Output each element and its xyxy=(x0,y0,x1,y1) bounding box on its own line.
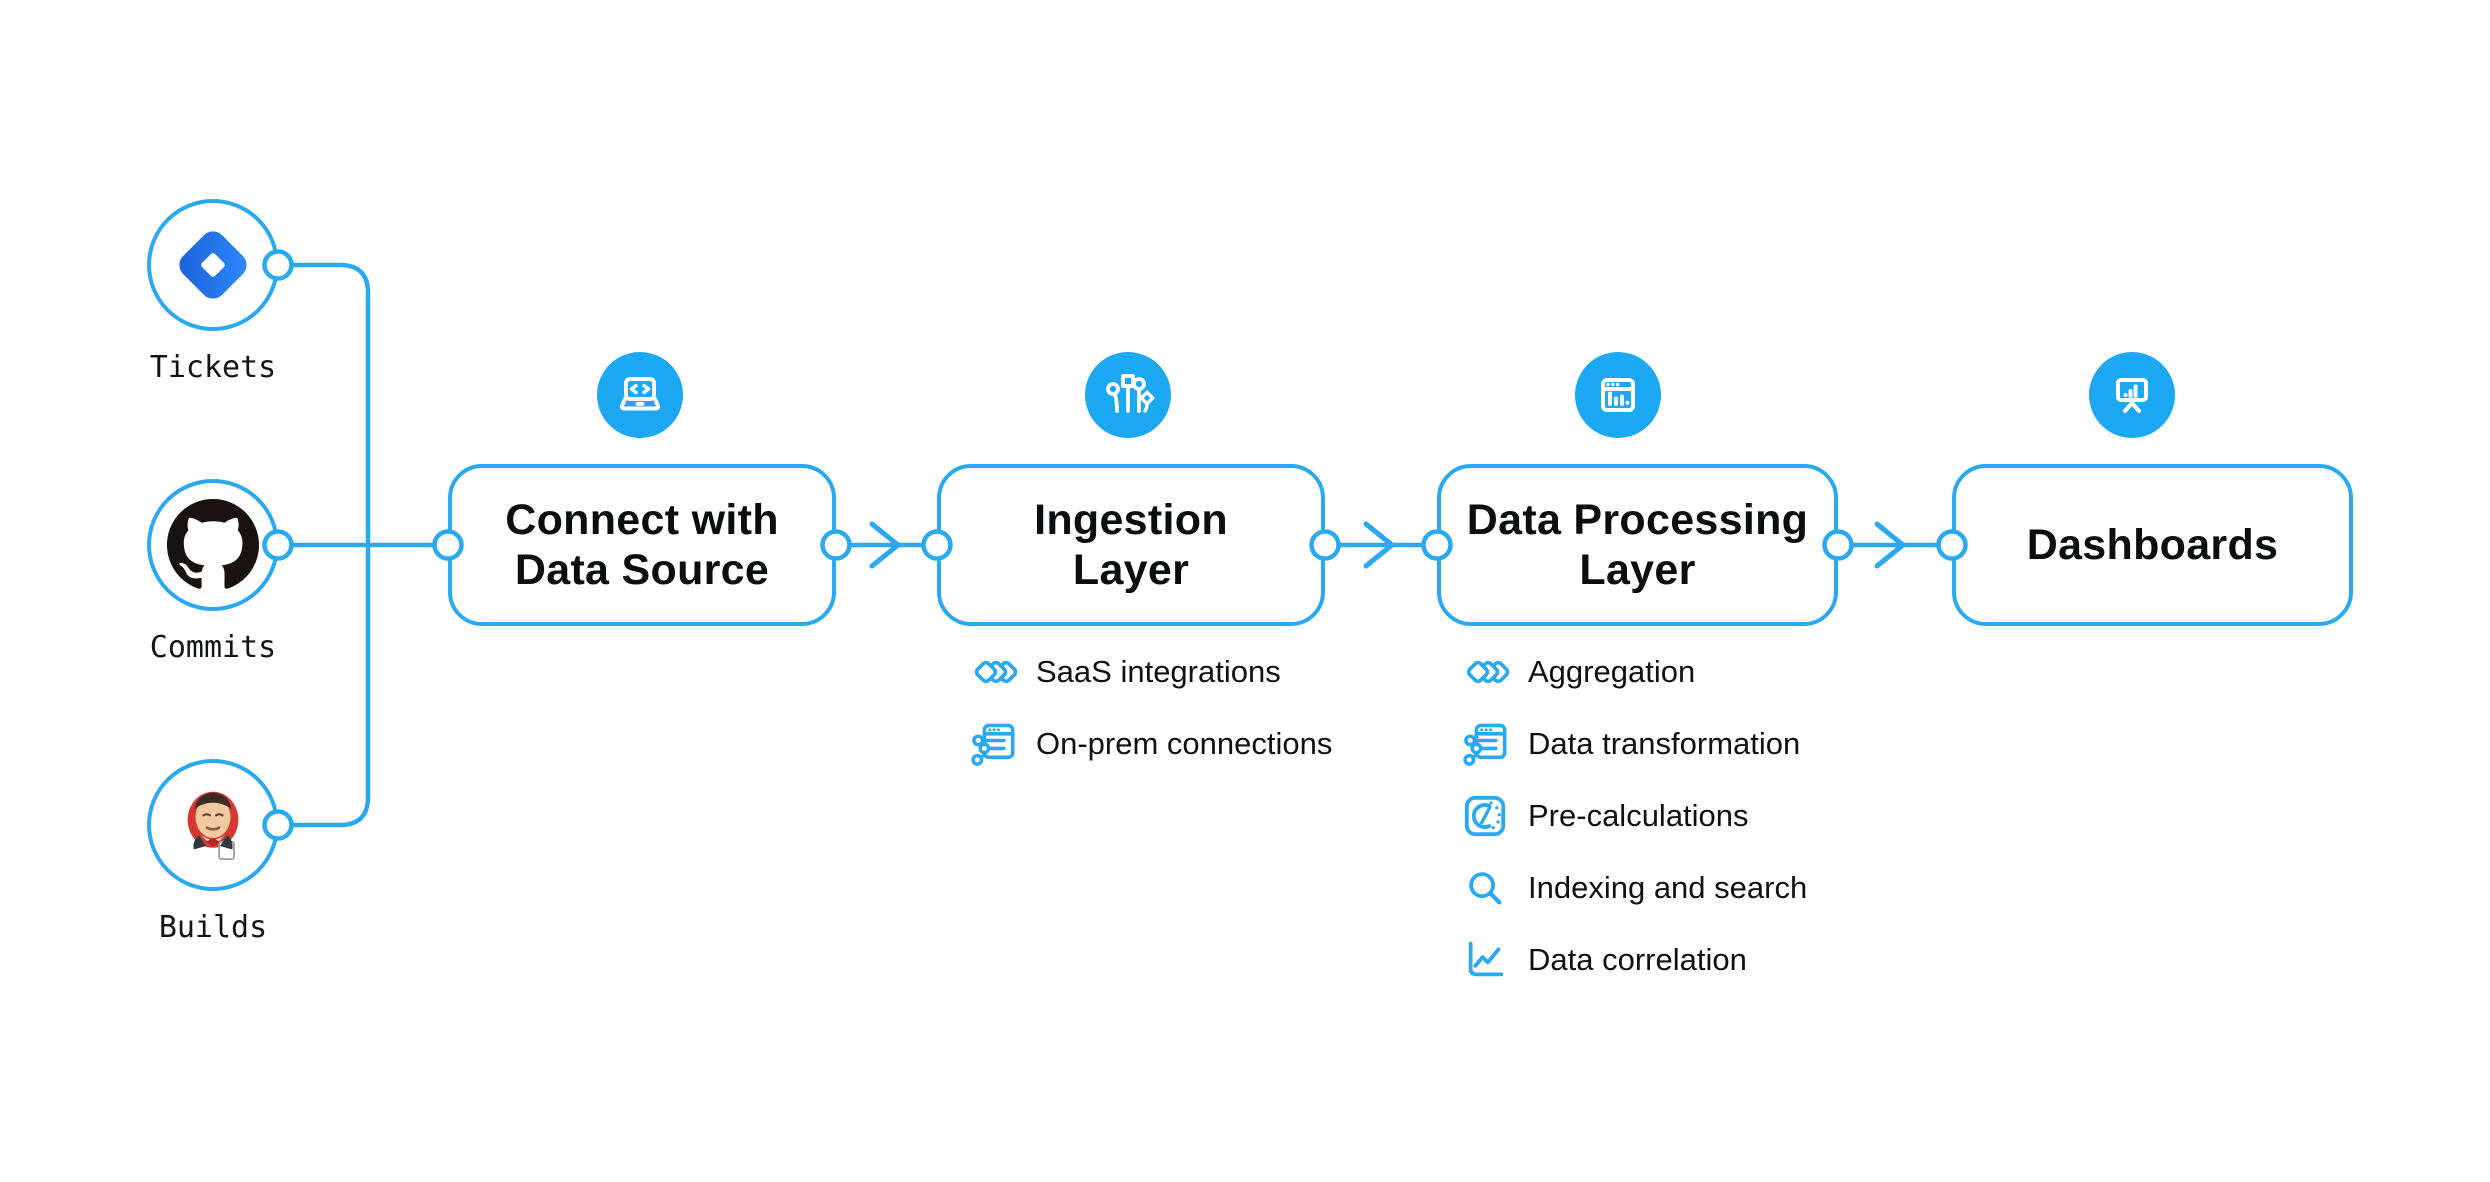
source-node-commits xyxy=(147,479,279,611)
stage-title: Ingestion xyxy=(1034,496,1228,544)
source-label-tickets: Tickets xyxy=(149,350,277,385)
presentation-chart-icon xyxy=(2116,378,2148,413)
data-ingestion-icon xyxy=(1106,374,1155,413)
source-node-builds xyxy=(147,759,279,891)
window-sliders-icon xyxy=(1462,721,1516,767)
source-node-tickets xyxy=(147,199,279,331)
stage-box-connect: Connect with Data Source xyxy=(448,464,836,626)
source-label-commits: Commits xyxy=(149,630,277,665)
stage-badge-processing xyxy=(1575,352,1661,438)
diamonds-icon xyxy=(970,649,1024,695)
line-chart-icon xyxy=(1462,937,1516,983)
window-chart-icon xyxy=(1601,378,1635,412)
github-icon xyxy=(167,499,259,589)
jenkins-icon xyxy=(187,791,239,860)
search-icon xyxy=(1462,865,1516,911)
stage-title: Dashboards xyxy=(2026,521,2279,569)
stage-title: Data Processing xyxy=(1466,496,1809,544)
ingestion-feature-list: SaaS integrations xyxy=(970,649,1332,767)
stage-box-dashboards: Dashboards xyxy=(1952,464,2353,626)
jira-icon xyxy=(179,231,247,299)
list-item: Data correlation xyxy=(1462,937,1807,983)
list-item: On-prem connections xyxy=(970,721,1332,767)
laptop-code-icon xyxy=(619,377,661,411)
stage-box-processing: Data Processing Layer xyxy=(1437,464,1838,626)
gauge-icon xyxy=(1462,793,1516,839)
feature-label: Indexing and search xyxy=(1528,870,1808,905)
processing-feature-list: Aggregation xyxy=(1462,649,1807,983)
stage-title: Layer xyxy=(1072,546,1190,594)
stage-badge-connect xyxy=(597,352,683,438)
stage-title: Data Source xyxy=(514,546,770,594)
feature-label: Data correlation xyxy=(1528,942,1747,977)
arrow-right-icon xyxy=(1363,521,1395,569)
list-item: Indexing and search xyxy=(1462,865,1807,911)
stage-box-ingestion: Ingestion Layer xyxy=(937,464,1325,626)
stage-badge-ingestion xyxy=(1085,352,1171,438)
feature-label: Pre-calculations xyxy=(1528,798,1749,833)
diamonds-icon xyxy=(1462,649,1516,695)
list-item: SaaS integrations xyxy=(970,649,1332,695)
stage-badge-dashboards xyxy=(2089,352,2175,438)
list-item: Pre-calculations xyxy=(1462,793,1807,839)
feature-label: Data transformation xyxy=(1528,726,1801,761)
arrow-right-icon xyxy=(1874,521,1906,569)
feature-label: On-prem connections xyxy=(1036,726,1333,761)
stage-title: Connect with xyxy=(505,496,779,544)
source-label-builds: Builds xyxy=(158,910,268,945)
feature-label: SaaS integrations xyxy=(1036,654,1281,689)
list-item: Data transformation xyxy=(1462,721,1807,767)
window-sliders-icon xyxy=(970,721,1024,767)
feature-label: Aggregation xyxy=(1528,654,1696,689)
list-item: Aggregation xyxy=(1462,649,1807,695)
stage-title: Layer xyxy=(1579,546,1696,594)
arrow-right-icon xyxy=(869,521,901,569)
